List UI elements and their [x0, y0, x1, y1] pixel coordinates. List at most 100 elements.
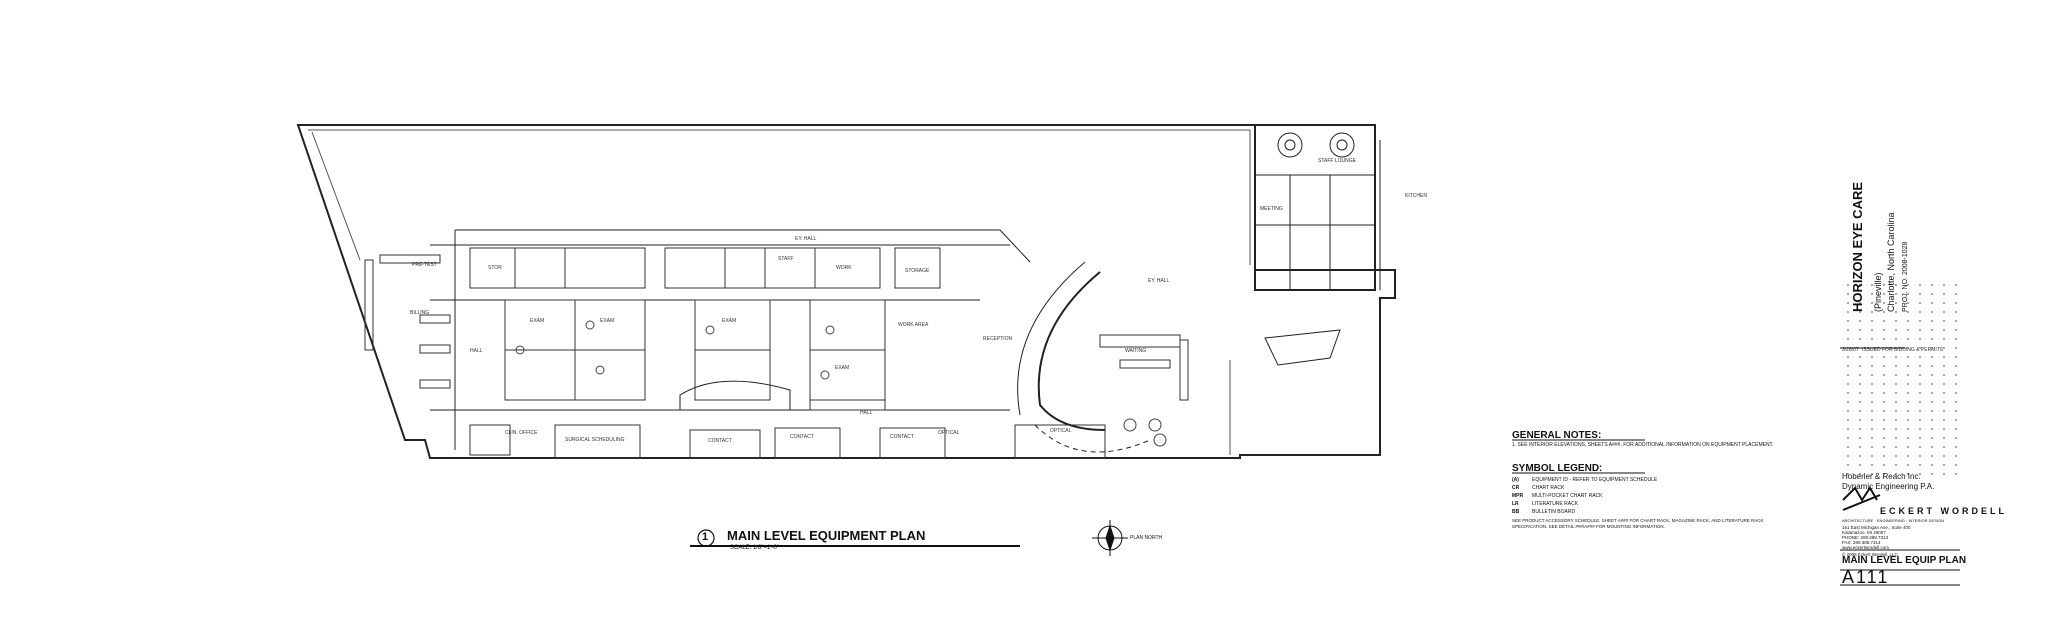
grid-dot	[1907, 392, 1909, 394]
grid-dot	[1931, 356, 1933, 358]
grid-dot	[1895, 437, 1897, 439]
grid-dot	[1943, 329, 1945, 331]
grid-dot	[1859, 446, 1861, 448]
grid-dot	[1919, 383, 1921, 385]
grid-dot	[1895, 320, 1897, 322]
grid-dot	[1883, 392, 1885, 394]
grid-dot	[1847, 419, 1849, 421]
grid-dot	[1931, 374, 1933, 376]
grid-dot	[1919, 311, 1921, 313]
grid-dot	[1919, 473, 1921, 475]
grid-dot	[1895, 311, 1897, 313]
copyright: © 2008 Eckert Wordell, LLC	[1842, 552, 1898, 557]
grid-dot	[1931, 311, 1933, 313]
grid-dot	[1955, 329, 1957, 331]
grid-dot	[1931, 383, 1933, 385]
grid-dot	[1955, 356, 1957, 358]
grid-dot	[1907, 365, 1909, 367]
grid-dot	[1847, 365, 1849, 367]
grid-dot	[1907, 473, 1909, 475]
issue-description: ISSUED FOR BIDDING & PERMITS	[1862, 347, 1944, 353]
grid-dot	[1859, 383, 1861, 385]
room-label-exam-3: EXAM	[722, 318, 737, 324]
grid-dot	[1859, 401, 1861, 403]
grid-dot	[1955, 347, 1957, 349]
grid-dot	[1847, 293, 1849, 295]
legend-text: LITERATURE RACK	[1532, 501, 1579, 507]
room-label-optical-2: OPTICAL	[938, 430, 960, 436]
grid-dot	[1883, 329, 1885, 331]
grid-dot	[1883, 356, 1885, 358]
grid-dot	[1859, 302, 1861, 304]
grid-dot	[1895, 383, 1897, 385]
grid-dot	[1883, 284, 1885, 286]
general-notes-text: 1. SEE INTERIOR ELEVATIONS, SHEETS A###,…	[1512, 442, 1774, 448]
grid-dot	[1871, 293, 1873, 295]
grid-dot	[1883, 383, 1885, 385]
grid-dot	[1895, 464, 1897, 466]
grid-dot	[1943, 383, 1945, 385]
grid-dot	[1883, 320, 1885, 322]
grid-dot	[1919, 428, 1921, 430]
grid-dot	[1847, 473, 1849, 475]
legend-text: CHART RACK	[1532, 485, 1565, 491]
grid-dot	[1859, 347, 1861, 349]
grid-dot	[1943, 356, 1945, 358]
room-label-exam: EXAM	[530, 318, 545, 324]
grid-dot	[1931, 320, 1933, 322]
grid-dot	[1907, 338, 1909, 340]
grid-dot	[1919, 356, 1921, 358]
grid-dot	[1943, 293, 1945, 295]
grid-dot	[1895, 365, 1897, 367]
vestibule	[1264, 329, 1341, 366]
grid-dot	[1883, 410, 1885, 412]
grid-dot	[1919, 365, 1921, 367]
grid-dot	[1871, 365, 1873, 367]
legend-symbol: (A)	[1512, 477, 1519, 483]
grid-dot	[1871, 473, 1873, 475]
grid-dot	[1955, 437, 1957, 439]
grid-dot	[1919, 329, 1921, 331]
grid-dot	[1931, 428, 1933, 430]
grid-dot	[1907, 356, 1909, 358]
grid-dot	[1883, 419, 1885, 421]
grid-dot	[1955, 320, 1957, 322]
reception-desk	[1037, 271, 1106, 431]
waiting-seating	[1099, 334, 1189, 401]
grid-dot	[1883, 302, 1885, 304]
grid-dot	[1895, 428, 1897, 430]
grid-dot	[1943, 347, 1945, 349]
grid-dot	[1859, 356, 1861, 358]
grid-dot	[1895, 473, 1897, 475]
grid-dot	[1883, 446, 1885, 448]
floor-plan	[296, 124, 1396, 459]
grid-dot	[1931, 302, 1933, 304]
grid-dot	[1919, 401, 1921, 403]
grid-dot	[1859, 392, 1861, 394]
grid-dot	[1871, 302, 1873, 304]
grid-dot	[1931, 284, 1933, 286]
grid-dot	[1919, 293, 1921, 295]
north-arrow-icon	[1092, 520, 1128, 556]
room-label-clin-office: CLIN. OFFICE	[505, 430, 538, 436]
grid-dot	[1883, 293, 1885, 295]
grid-dot	[1907, 302, 1909, 304]
grid-dot	[1955, 464, 1957, 466]
legend-text: EQUIPMENT ID - REFER TO EQUIPMENT SCHEDU…	[1532, 477, 1658, 483]
grid-dot	[1943, 284, 1945, 286]
room-label-meeting: MEETING	[1260, 206, 1283, 212]
grid-dot	[1847, 338, 1849, 340]
grid-dot	[1907, 329, 1909, 331]
north-wing	[1254, 124, 1376, 291]
address-line: www.eckertwordell.com	[1842, 545, 1890, 550]
grid-dot	[1871, 401, 1873, 403]
grid-dot	[1859, 455, 1861, 457]
grid-dot	[1859, 293, 1861, 295]
issue-date: 3/28/07	[1842, 347, 1859, 353]
address-line: Kalamazoo, MI 49007	[1842, 530, 1886, 535]
grid-dot	[1919, 392, 1921, 394]
project-location-2: Charlotte, North Carolina	[1886, 212, 1896, 312]
grid-dot	[1895, 392, 1897, 394]
grid-dot	[1871, 437, 1873, 439]
